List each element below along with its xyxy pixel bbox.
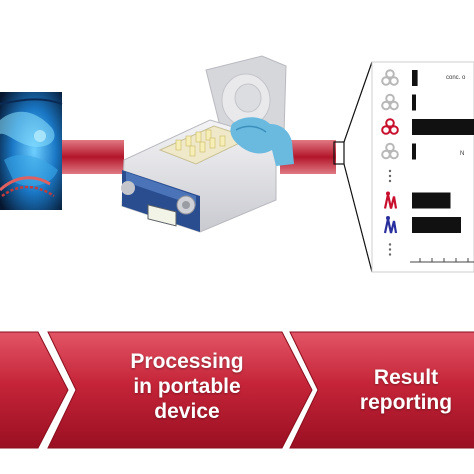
- ellipsis-icon: [388, 243, 392, 256]
- biohazard-icon-gray: [381, 69, 399, 86]
- result-icons: [381, 69, 399, 256]
- result-bar: [412, 192, 451, 209]
- ellipsis-icon: [388, 169, 392, 183]
- pathogen-red-icon: [383, 191, 398, 209]
- chevron-step-2: [47, 331, 313, 449]
- workflow-chevrons: [0, 331, 474, 449]
- step-result-line-2: reporting: [359, 391, 453, 414]
- result-label-n: N: [460, 151, 465, 157]
- zoom-bracket: [333, 61, 373, 273]
- result-panel: [371, 61, 474, 273]
- result-bar: [412, 119, 474, 135]
- pathogen-blue-icon: [383, 216, 398, 234]
- device-image: [121, 55, 294, 233]
- step-processing-line-2: in portable: [133, 375, 241, 398]
- chevron-step-3: [289, 331, 474, 449]
- connector-1: [62, 140, 124, 174]
- step-result-label: Result reporting: [340, 365, 472, 415]
- step-processing-line-1: Processing: [130, 350, 244, 373]
- step-result-line-1: Result: [373, 366, 439, 389]
- chevron-step-1: [0, 331, 69, 449]
- result-bar: [412, 94, 416, 111]
- result-bar: [412, 70, 418, 86]
- result-bar: [412, 217, 461, 233]
- biohazard-icon-gray: [381, 93, 399, 111]
- result-label-concentration: conc. o: [446, 75, 466, 81]
- step-processing-line-3: device: [154, 400, 220, 423]
- biohazard-icon-gray: [381, 142, 399, 160]
- step-processing-label: Processing in portable device: [98, 349, 276, 424]
- result-bars: [412, 70, 474, 233]
- result-bar: [412, 143, 416, 160]
- biohazard-icon-red: [381, 118, 399, 135]
- sample-image: [0, 92, 63, 210]
